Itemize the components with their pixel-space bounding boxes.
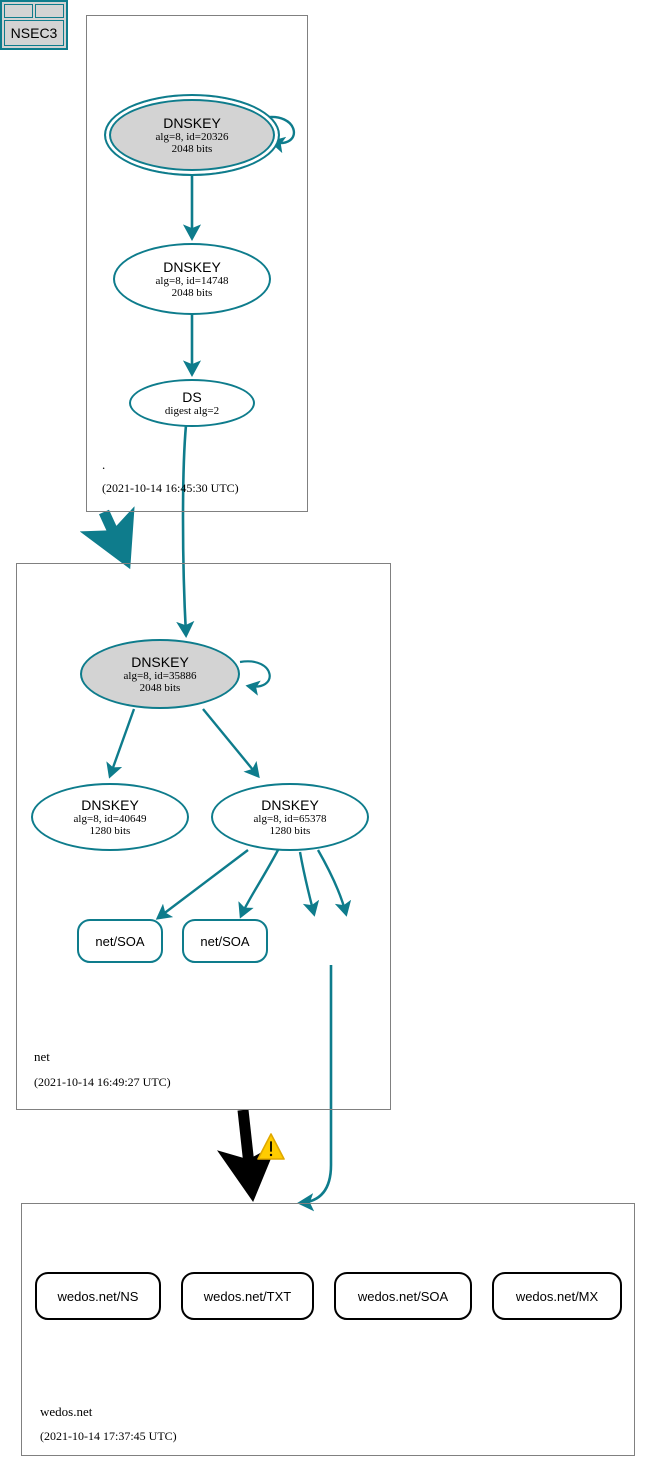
edge-zsk-65378-to-net-soa-1 bbox=[155, 849, 249, 920]
edge-net-ksk-self bbox=[239, 660, 271, 696]
node-net-zsk-40649-alg-id: alg=8, id=40649 bbox=[73, 812, 147, 825]
edge-ds-to-net-ksk bbox=[176, 424, 195, 639]
node-wedos-txt-label: wedos.net/TXT bbox=[203, 1288, 292, 1304]
node-net-zsk-40649-size: 1280 bits bbox=[89, 824, 131, 837]
node-root-zsk[interactable]: DNSKEY alg=8, id=14748 2048 bits bbox=[113, 243, 271, 315]
nsec3-bottom-row: NSEC3 bbox=[4, 20, 64, 46]
node-wedos-ns-label: wedos.net/NS bbox=[57, 1288, 139, 1304]
zone-label-root: . bbox=[102, 457, 106, 472]
node-net-ksk-title: DNSKEY bbox=[131, 653, 189, 670]
node-net-zsk-65378-title: DNSKEY bbox=[261, 796, 319, 813]
node-root-zsk-title: DNSKEY bbox=[163, 258, 221, 275]
edge-root-ksk-self bbox=[261, 115, 296, 154]
edge-root-zone-to-net-zone bbox=[79, 506, 135, 570]
node-root-ds-title: DS bbox=[182, 388, 202, 405]
node-root-zsk-size: 2048 bits bbox=[171, 286, 213, 299]
node-net-zsk-65378-alg-id: alg=8, id=65378 bbox=[253, 812, 327, 825]
zone-label-net: net bbox=[34, 1049, 50, 1064]
node-wedos-soa[interactable]: wedos.net/SOA bbox=[334, 1272, 472, 1320]
node-net-ksk-size: 2048 bits bbox=[139, 681, 181, 694]
node-net-soa-2-label: net/SOA bbox=[200, 933, 250, 949]
zone-box-net bbox=[16, 563, 391, 1110]
node-net-zsk-65378-size: 1280 bits bbox=[269, 824, 311, 837]
node-wedos-mx-label: wedos.net/MX bbox=[515, 1288, 599, 1304]
zone-timestamp-net: (2021-10-14 16:49:27 UTC) bbox=[34, 1075, 171, 1089]
node-root-ds[interactable]: DS digest alg=2 bbox=[129, 379, 255, 427]
edge-net-zone-to-wedos-zone bbox=[216, 1109, 278, 1203]
edge-zsk-65378-to-nsec3-cell-2 bbox=[316, 849, 352, 917]
node-wedos-mx[interactable]: wedos.net/MX bbox=[492, 1272, 622, 1320]
nsec3-cell-right bbox=[35, 4, 64, 18]
node-wedos-txt[interactable]: wedos.net/TXT bbox=[181, 1272, 314, 1320]
node-wedos-ns[interactable]: wedos.net/NS bbox=[35, 1272, 161, 1320]
node-root-zsk-alg-id: alg=8, id=14748 bbox=[155, 274, 229, 287]
node-root-ksk[interactable]: DNSKEY alg=8, id=20326 2048 bits bbox=[104, 94, 280, 176]
node-net-zsk-40649-title: DNSKEY bbox=[81, 796, 139, 813]
node-net-zsk-65378[interactable]: DNSKEY alg=8, id=65378 1280 bits bbox=[211, 783, 369, 851]
node-net-nsec3-label: NSEC3 bbox=[10, 25, 58, 41]
zone-timestamp-root: (2021-10-14 16:45:30 UTC) bbox=[102, 481, 239, 495]
node-net-soa-1-label: net/SOA bbox=[95, 933, 145, 949]
warning-icon bbox=[257, 1133, 285, 1160]
zone-label-wedos: wedos.net bbox=[40, 1404, 93, 1419]
node-wedos-soa-label: wedos.net/SOA bbox=[357, 1288, 449, 1304]
node-net-soa-2[interactable]: net/SOA bbox=[182, 919, 268, 963]
nsec3-cell-left bbox=[4, 4, 33, 18]
node-root-ksk-size: 2048 bits bbox=[171, 142, 213, 155]
node-net-nsec3[interactable]: NSEC3 bbox=[0, 0, 68, 50]
edge-zsk-65378-to-nsec3-cell-1 bbox=[298, 851, 320, 917]
edge-net-ksk-to-zsk-40649 bbox=[106, 708, 136, 779]
node-net-soa-1[interactable]: net/SOA bbox=[77, 919, 163, 963]
edge-nsec3-to-wedos-zone bbox=[296, 965, 333, 1212]
nsec3-top-row bbox=[4, 4, 64, 18]
node-net-ksk-alg-id: alg=8, id=35886 bbox=[123, 669, 197, 682]
node-root-ds-digest: digest alg=2 bbox=[164, 404, 220, 417]
zone-timestamp-wedos: (2021-10-14 17:37:45 UTC) bbox=[40, 1429, 177, 1443]
node-net-ksk[interactable]: DNSKEY alg=8, id=35886 2048 bits bbox=[80, 639, 240, 709]
edge-net-ksk-to-zsk-65378 bbox=[202, 708, 260, 779]
node-root-ksk-alg-id: alg=8, id=20326 bbox=[155, 130, 229, 143]
node-net-zsk-40649[interactable]: DNSKEY alg=8, id=40649 1280 bits bbox=[31, 783, 189, 851]
node-root-ksk-title: DNSKEY bbox=[163, 114, 221, 131]
edge-zsk-65378-to-net-soa-2 bbox=[238, 849, 280, 919]
zone-box-wedos bbox=[21, 1203, 635, 1456]
zone-box-root bbox=[86, 15, 308, 512]
